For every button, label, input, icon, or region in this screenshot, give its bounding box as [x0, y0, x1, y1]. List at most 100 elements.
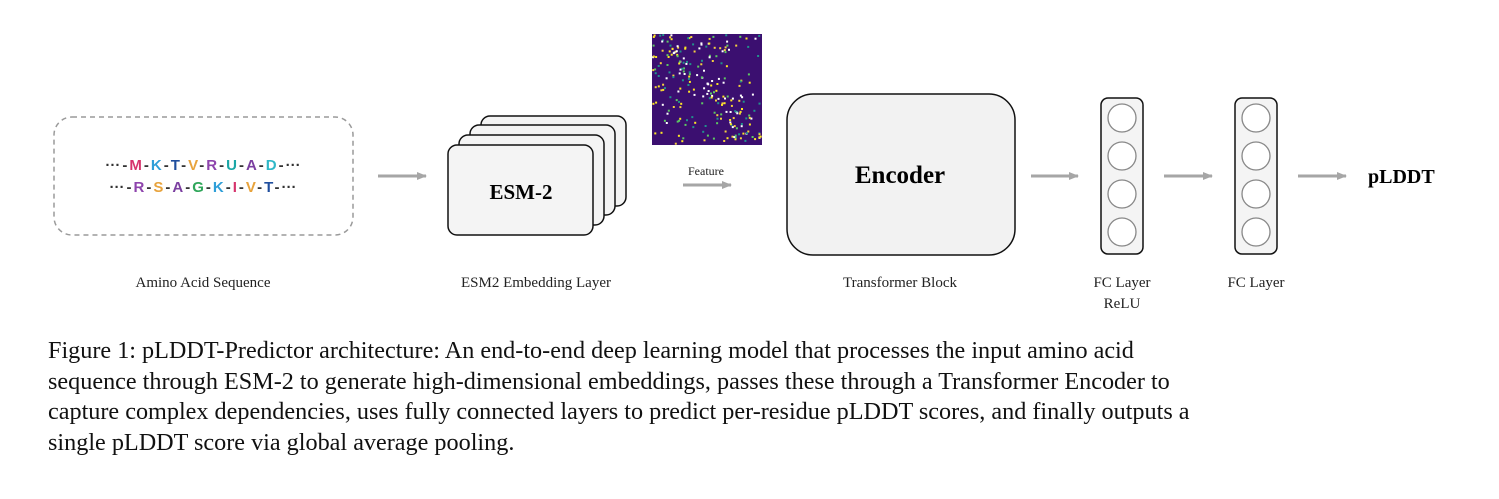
heatmap-background — [652, 34, 762, 145]
heatmap-cell — [726, 40, 729, 43]
heatmap-cell — [735, 127, 738, 130]
heatmap-cell — [722, 81, 725, 84]
sequence-token: - — [146, 179, 151, 196]
sequence-token: ··· — [110, 179, 125, 196]
heatmap-cell — [734, 110, 737, 113]
caption-line-2: sequence through ESM-2 to generate high-… — [48, 367, 1170, 395]
heatmap-cell — [679, 106, 682, 109]
heatmap-cell — [652, 55, 655, 58]
heatmap-cell — [679, 50, 682, 53]
heatmap-cell — [692, 43, 695, 46]
heatmap-cell — [707, 90, 710, 92]
heatmap-cell — [728, 48, 730, 51]
heatmap-cell — [654, 86, 657, 89]
heatmap-cell — [717, 77, 720, 80]
heatmap-cell — [751, 93, 754, 96]
heatmap-cell — [688, 73, 691, 76]
heatmap-cell — [654, 68, 657, 71]
heatmap-cell — [679, 68, 682, 71]
heatmap-cell — [742, 100, 745, 103]
heatmap-cell — [734, 136, 737, 139]
heatmap-cell — [693, 93, 696, 96]
heatmap-cell — [740, 125, 743, 128]
sequence-token: A — [246, 157, 257, 174]
heatmap-cell — [661, 39, 664, 42]
heatmap-cell — [748, 123, 751, 126]
heatmap-cell — [682, 70, 685, 73]
heatmap-cell — [716, 114, 719, 117]
esm-layer-label: ESM2 Embedding Layer — [461, 275, 611, 291]
heatmap-cell — [751, 136, 754, 138]
heatmap-cell — [750, 117, 753, 120]
sequence-token: R — [206, 157, 217, 174]
heatmap-cell — [734, 138, 737, 141]
heatmap-cell — [729, 121, 732, 124]
sequence-token: - — [181, 157, 186, 174]
heatmap-cell — [724, 130, 727, 133]
heatmap-cell — [676, 120, 679, 123]
sequence-token: - — [239, 157, 244, 174]
heatmap-cell — [721, 103, 723, 106]
heatmap-cell — [693, 50, 696, 53]
sequence-token: - — [259, 157, 264, 174]
heatmap-cell — [710, 96, 713, 99]
heatmap-cell — [706, 134, 709, 137]
heatmap-cell — [720, 117, 722, 120]
heatmap-cell — [726, 44, 729, 47]
heatmap-cell — [654, 72, 657, 75]
sequence-token: R — [134, 179, 145, 196]
heatmap-cell — [681, 67, 684, 70]
heatmap-cell — [662, 88, 665, 91]
transformer-block-label: Transformer Block — [843, 275, 958, 291]
heatmap-cell — [715, 55, 718, 58]
heatmap-cell — [703, 87, 706, 90]
heatmap-cell — [724, 97, 726, 100]
heatmap-cell — [706, 92, 709, 95]
fc1-relu-label: ReLU — [1104, 296, 1141, 312]
heatmap-cell — [724, 46, 727, 49]
heatmap-cell — [745, 117, 748, 120]
heatmap-cell — [739, 94, 742, 97]
heatmap-cell — [700, 76, 703, 79]
heatmap-cell — [723, 140, 726, 142]
heatmap-cell — [691, 116, 694, 119]
fc-layer-2 — [1234, 97, 1278, 255]
heatmap-cell — [700, 63, 703, 66]
heatmap-cell — [720, 62, 723, 65]
heatmap-cell — [712, 137, 715, 140]
sequence-token: - — [122, 157, 127, 174]
esm-stack: ESM-2 — [447, 115, 627, 236]
heatmap-cell — [725, 34, 728, 37]
heatmap-cell — [703, 139, 706, 142]
sequence-token: - — [257, 179, 262, 196]
heatmap-cell — [700, 42, 703, 45]
heatmap-cell — [711, 94, 714, 97]
heatmap-cell — [652, 36, 655, 38]
heatmap-cell — [672, 74, 675, 77]
heatmap-cell — [700, 43, 703, 46]
heatmap-cell — [683, 73, 686, 75]
heatmap-cell — [676, 53, 679, 56]
heatmap-cell — [684, 46, 687, 49]
heatmap-cell — [729, 123, 732, 126]
heatmap-cell — [681, 79, 684, 82]
sequence-row-2: ···-R-S-A-G-K-I-V-T-··· — [110, 179, 297, 196]
sequence-token: A — [172, 179, 183, 196]
fc2-neuron-1 — [1241, 103, 1271, 133]
sequence-token: T — [264, 179, 273, 196]
heatmap-cell — [657, 75, 660, 77]
heatmap-cell — [655, 56, 658, 58]
heatmap-cell — [662, 83, 665, 86]
heatmap-cell — [690, 36, 693, 38]
sequence-token: V — [246, 179, 256, 196]
heatmap-cell — [708, 42, 711, 45]
heatmap-cell — [683, 67, 685, 70]
heatmap-cell — [739, 110, 742, 113]
heatmap-cell — [697, 65, 700, 68]
heatmap-cell — [725, 110, 728, 113]
sequence-token: - — [239, 179, 244, 196]
fc-layer-2-frame — [1234, 97, 1278, 255]
heatmap-cell — [729, 119, 732, 121]
heatmap-cell — [657, 85, 660, 88]
architecture-diagram: ···-M-K-T-V-R-U-A-D-··· ···-R-S-A-G-K-I-… — [53, 34, 1435, 312]
